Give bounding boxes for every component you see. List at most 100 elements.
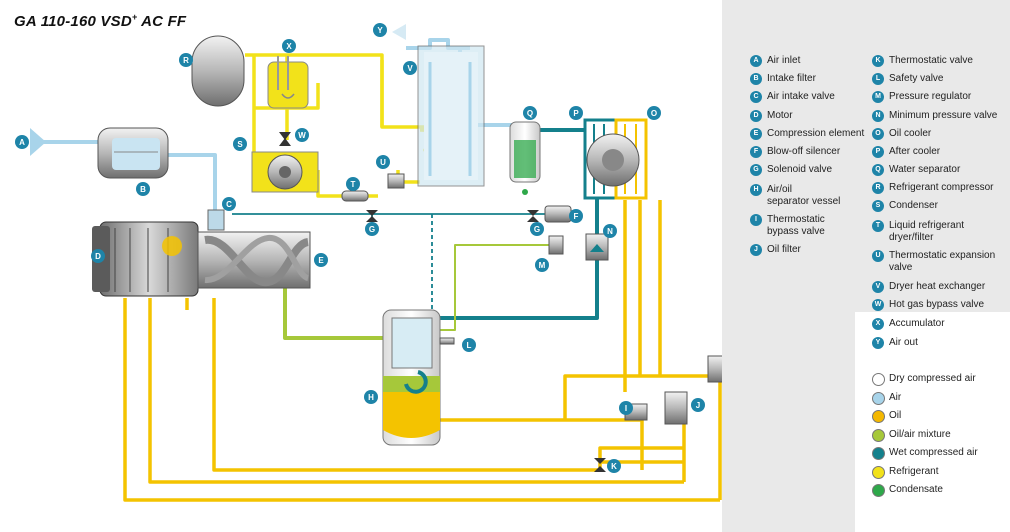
legend-badge: G <box>750 164 762 176</box>
legend-label: Compression element <box>767 128 865 139</box>
badge-P: P <box>569 106 583 120</box>
legend-label: Pressure regulator <box>889 91 972 102</box>
legend-badge: N <box>872 110 884 122</box>
badge-G1: G <box>365 222 379 236</box>
condenser <box>251 151 319 193</box>
safety-valve <box>439 337 455 345</box>
legend-badge: U <box>872 250 884 262</box>
badge-X: X <box>282 39 296 53</box>
legend-label: Air inlet <box>767 55 801 66</box>
badge-S: S <box>233 137 247 151</box>
legend-badge: B <box>750 73 762 85</box>
legend-label: Intake filter <box>767 73 816 84</box>
flow-label: Oil/air mixture <box>889 428 951 440</box>
legend-badge: K <box>872 55 884 67</box>
oil-filters <box>664 355 722 425</box>
legend-badge: J <box>750 244 762 256</box>
legend-label: Air intake valve <box>767 91 835 102</box>
badge-D: D <box>91 249 105 263</box>
flow-label: Oil <box>889 410 902 421</box>
legend-label: Thermostatic valve <box>889 55 973 66</box>
legend-label: Water separator <box>889 164 961 175</box>
process-diagram: A B C D E F G G H I J J K L M N O P Q R … <box>15 23 722 502</box>
svg-text:F: F <box>574 212 579 221</box>
svg-text:W: W <box>298 131 306 140</box>
legend-badge: D <box>750 110 762 122</box>
badge-O: O <box>647 106 661 120</box>
accumulator <box>267 56 309 109</box>
diagram-badges: A B C D E F G G H I J J K L M N O P Q R … <box>15 23 705 473</box>
svg-text:C: C <box>226 200 232 209</box>
svg-text:E: E <box>318 256 324 265</box>
legend-badge: H <box>750 184 762 196</box>
flow-color-swatch <box>872 373 885 386</box>
legend-badge: Q <box>872 164 884 176</box>
diagram-title: GA 110-160 VSD+ AC FF <box>14 12 187 30</box>
legend-badge: A <box>750 55 762 67</box>
svg-text:U: U <box>380 158 386 167</box>
badge-B: B <box>136 182 150 196</box>
badge-F: F <box>569 209 583 223</box>
badge-W: W <box>295 128 309 142</box>
badge-M: M <box>535 258 549 272</box>
legend-label: Motor <box>767 110 793 121</box>
legend-label: Solenoid valve <box>767 164 833 175</box>
svg-text:N: N <box>607 227 613 236</box>
svg-text:L: L <box>467 341 472 350</box>
svg-text:P: P <box>573 109 579 118</box>
svg-text:Y: Y <box>377 26 383 35</box>
legend-label: Accumulator <box>889 318 945 329</box>
badge-J1: J <box>691 398 705 412</box>
legend-badge: Y <box>872 337 884 349</box>
cooling-fan <box>586 133 640 187</box>
flow-color-swatch <box>872 410 885 423</box>
flow-label: Wet compressed air <box>889 447 978 458</box>
legend-badge: E <box>750 128 762 140</box>
badge-N: N <box>603 224 617 238</box>
legend-label: After cooler <box>889 146 941 157</box>
compression-element <box>197 209 311 289</box>
svg-text:X: X <box>286 42 292 51</box>
flow-color-swatch <box>872 391 885 405</box>
legend-label: Air out <box>889 337 918 348</box>
legend-label: Hot gas bypass valve <box>889 299 985 310</box>
flow-label: Condensate <box>889 484 943 495</box>
svg-text:R: R <box>183 56 189 65</box>
flow-color-swatch <box>872 465 885 479</box>
badge-C: C <box>222 197 236 211</box>
svg-text:K: K <box>611 462 617 471</box>
legend-label: Oil filter <box>767 244 801 255</box>
badge-K: K <box>607 459 621 473</box>
legend-badge: O <box>872 128 884 140</box>
intake-filter <box>30 127 169 179</box>
legend-badge: C <box>750 91 762 103</box>
legend-label: Safety valve <box>889 73 944 84</box>
legend-badge: I <box>750 214 762 226</box>
flow-color-swatch <box>872 428 885 442</box>
svg-text:O: O <box>651 109 657 118</box>
badge-Q: Q <box>523 106 537 120</box>
svg-text:S: S <box>237 140 243 149</box>
svg-text:D: D <box>95 252 101 261</box>
separator-vessel <box>382 309 441 446</box>
flow-color-swatch <box>872 484 885 497</box>
flow-label: Dry compressed air <box>889 373 976 384</box>
legend-badge: V <box>872 281 884 293</box>
legend-label: Oil cooler <box>889 128 932 139</box>
thermostatic-valve <box>594 458 606 472</box>
svg-text:Q: Q <box>527 109 533 118</box>
flow-color-swatch <box>872 447 885 460</box>
liquid-refrigerant-filter <box>341 190 369 202</box>
svg-text:G: G <box>534 225 540 234</box>
badge-A: A <box>15 135 29 149</box>
svg-text:T: T <box>351 180 356 189</box>
svg-text:M: M <box>539 261 546 270</box>
legend-badge: F <box>750 146 762 158</box>
legend-badge: L <box>872 73 884 85</box>
refrigerant-compressor <box>191 35 245 107</box>
badge-H: H <box>364 390 378 404</box>
badge-Y: Y <box>373 23 387 37</box>
svg-text:G: G <box>369 225 375 234</box>
